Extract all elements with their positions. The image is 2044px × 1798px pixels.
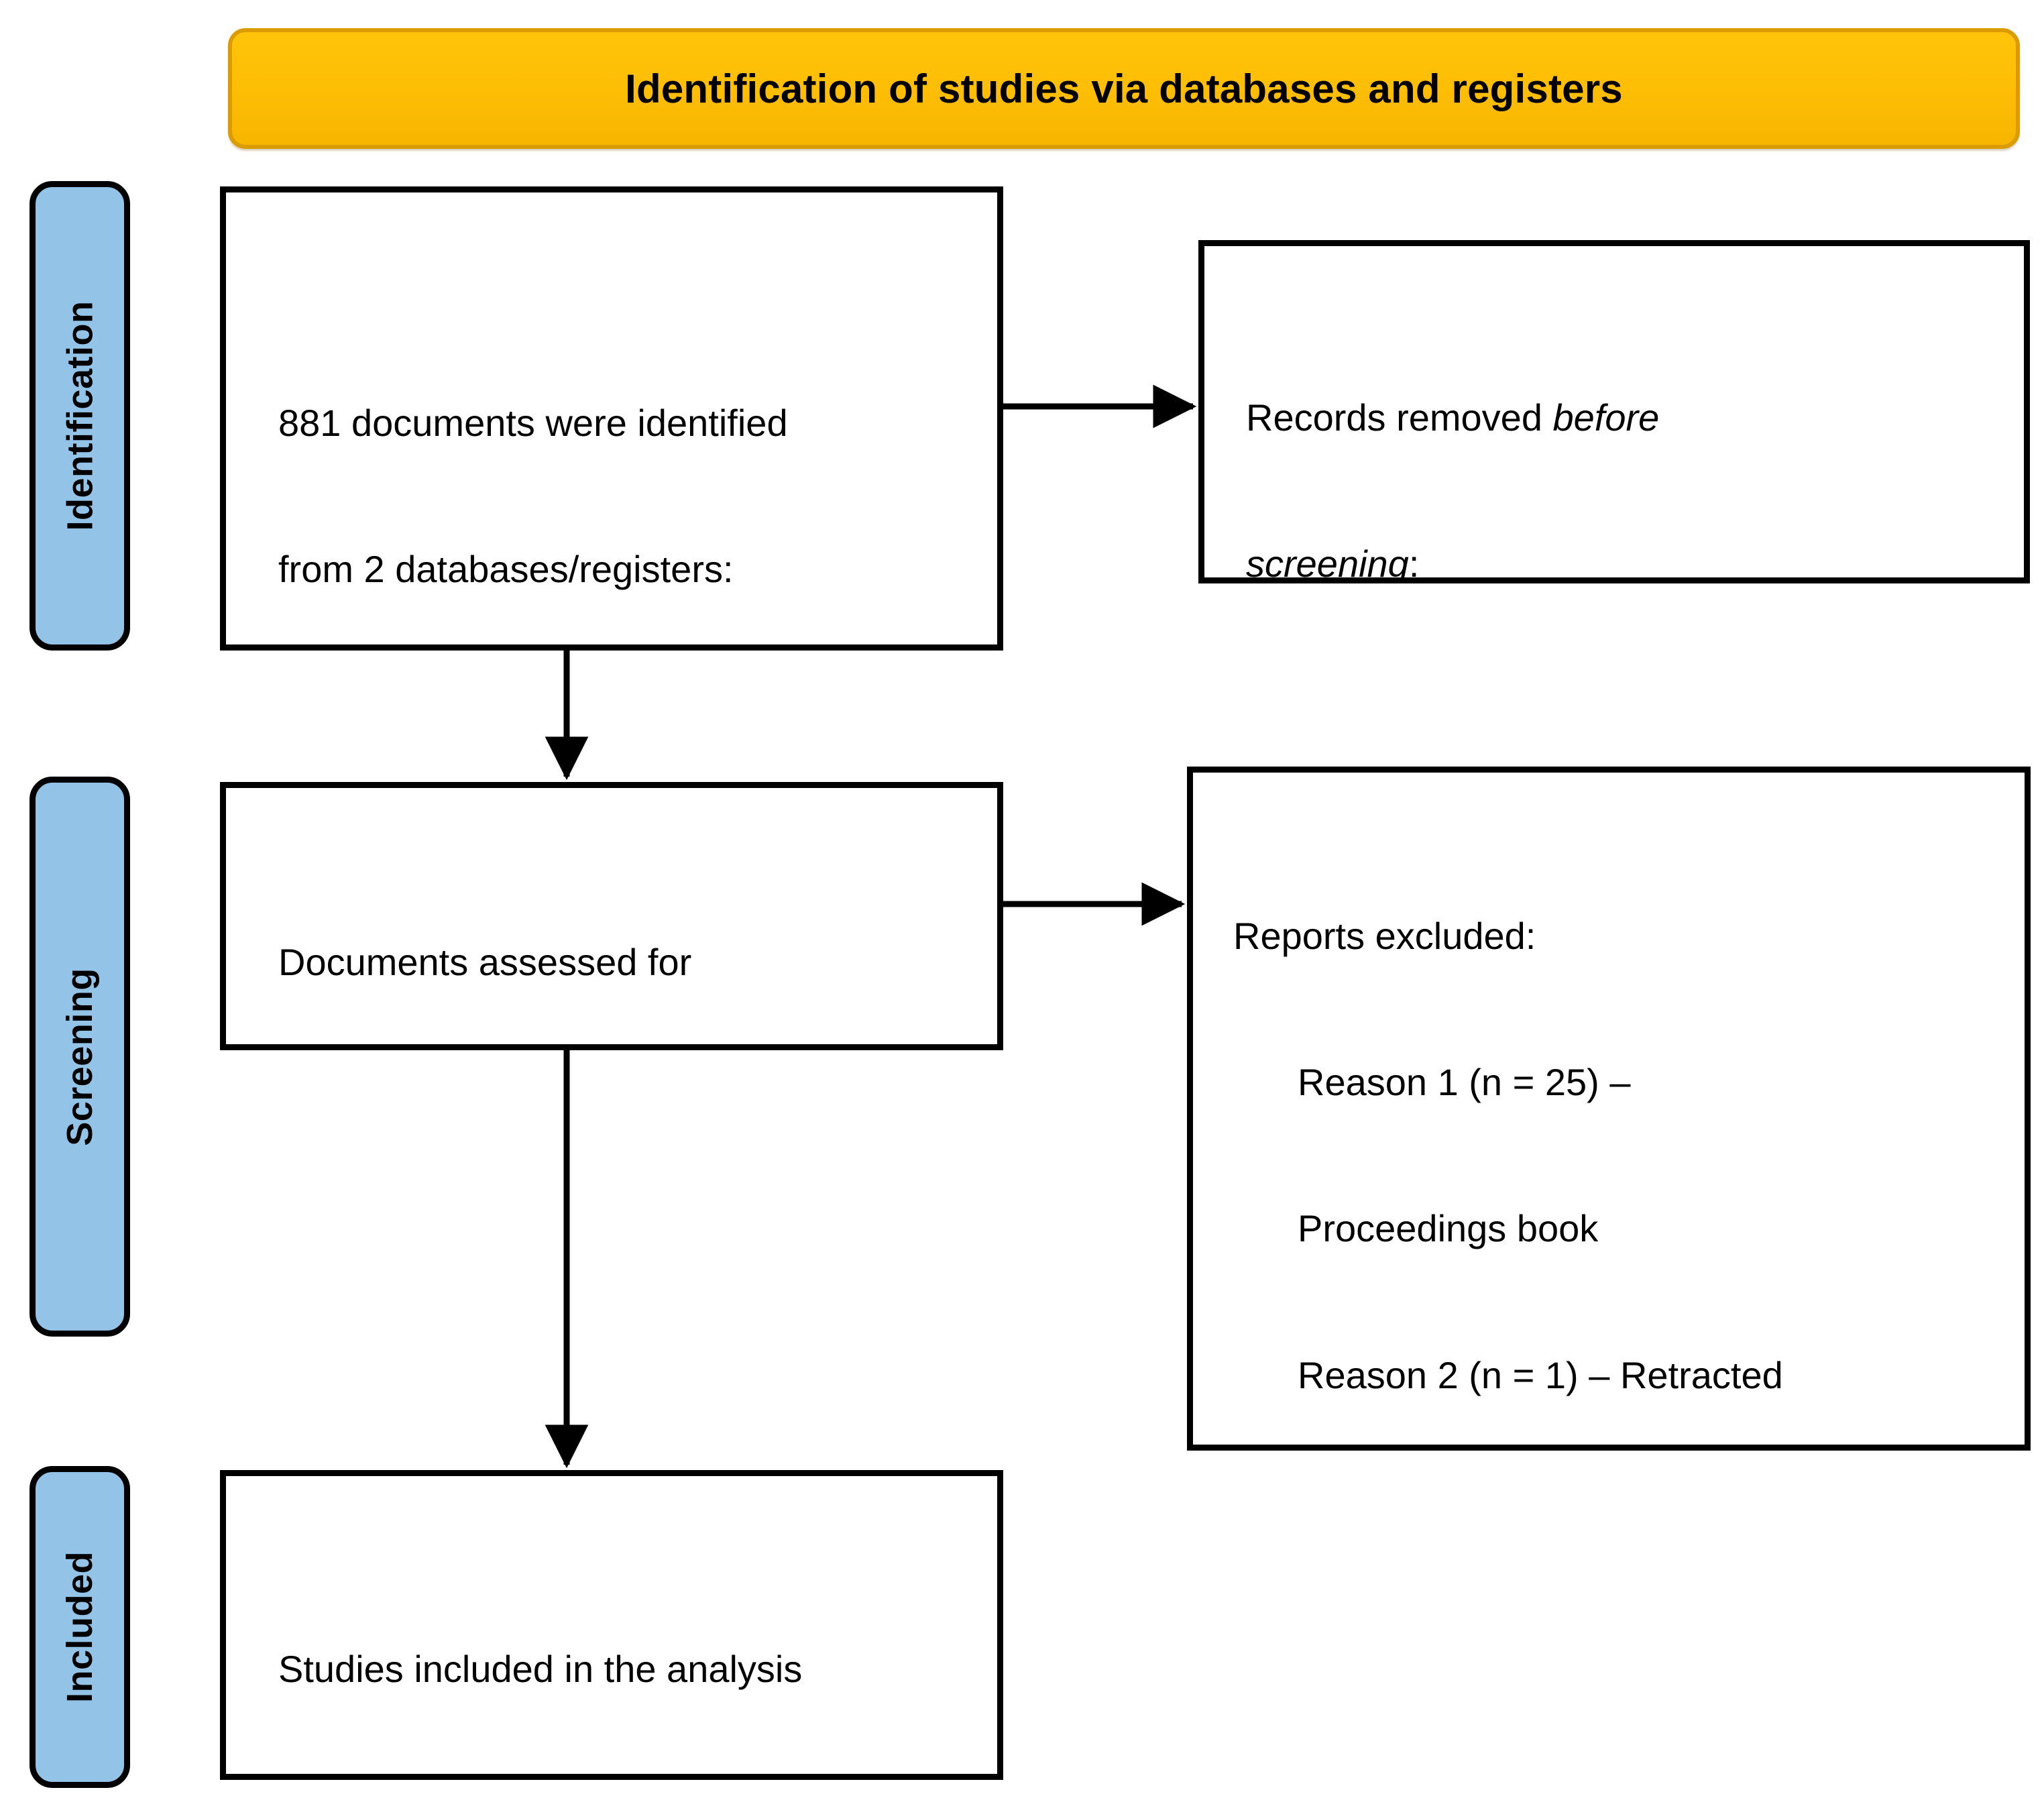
box-eligibility-text: Documents assessed for eligibility (n = … [278, 840, 970, 1044]
stage-label-included: Included [60, 1551, 101, 1703]
stage-pill-screening: Screening [30, 777, 130, 1337]
box-documents-identified: 881 documents were identified from 2 dat… [220, 186, 1003, 651]
removed-line-2: screening: [1246, 540, 2008, 583]
excluded-reason-1-cont: Proceedings book [1298, 1207, 1599, 1250]
removed-line-1-plain: Records removed [1246, 396, 1553, 439]
box-studies-included: Studies included in the analysis (n = 25… [220, 1470, 1003, 1780]
box-documents-identified-text: 881 documents were identified from 2 dat… [278, 301, 970, 644]
stage-pill-identification: Identification [30, 181, 130, 651]
removed-line-2-plain: : [1408, 542, 1420, 583]
box-reports-excluded-text: Reports excluded: Reason 1 (n = 25) – Pr… [1233, 814, 2008, 1445]
eligibility-line-1: Documents assessed for [278, 940, 692, 983]
box-records-removed-text: Records removed before screening: Duplic… [1246, 296, 2008, 583]
included-line-1: Studies included in the analysis [278, 1647, 803, 1690]
box-studies-included-text: Studies included in the analysis (n = 25… [278, 1547, 970, 1774]
diagram-header-banner: Identification of studies via databases … [228, 28, 2020, 149]
removed-line-1-italic: before [1552, 396, 1660, 439]
diagram-header-title: Identification of studies via databases … [625, 66, 1623, 111]
excluded-reason-1: Reason 1 (n = 25) – [1298, 1060, 1631, 1103]
box-documents-assessed-for-eligibility: Documents assessed for eligibility (n = … [220, 782, 1003, 1050]
stage-label-identification: Identification [60, 300, 100, 531]
excluded-heading: Reports excluded: [1233, 914, 1536, 957]
excluded-reason-2: Reason 2 (n = 1) – Retracted [1298, 1353, 1783, 1396]
box-reports-excluded: Reports excluded: Reason 1 (n = 25) – Pr… [1187, 767, 2031, 1451]
identified-line-2: from 2 databases/registers: [278, 547, 734, 590]
removed-line-1: Records removed before [1246, 394, 2008, 443]
identified-line-1: 881 documents were identified [278, 401, 788, 444]
box-records-removed-before-screening: Records removed before screening: Duplic… [1198, 240, 2030, 583]
stage-label-screening: Screening [60, 967, 100, 1146]
removed-line-2-italic: screening [1246, 542, 1409, 583]
stage-pill-included: Included [30, 1466, 130, 1788]
